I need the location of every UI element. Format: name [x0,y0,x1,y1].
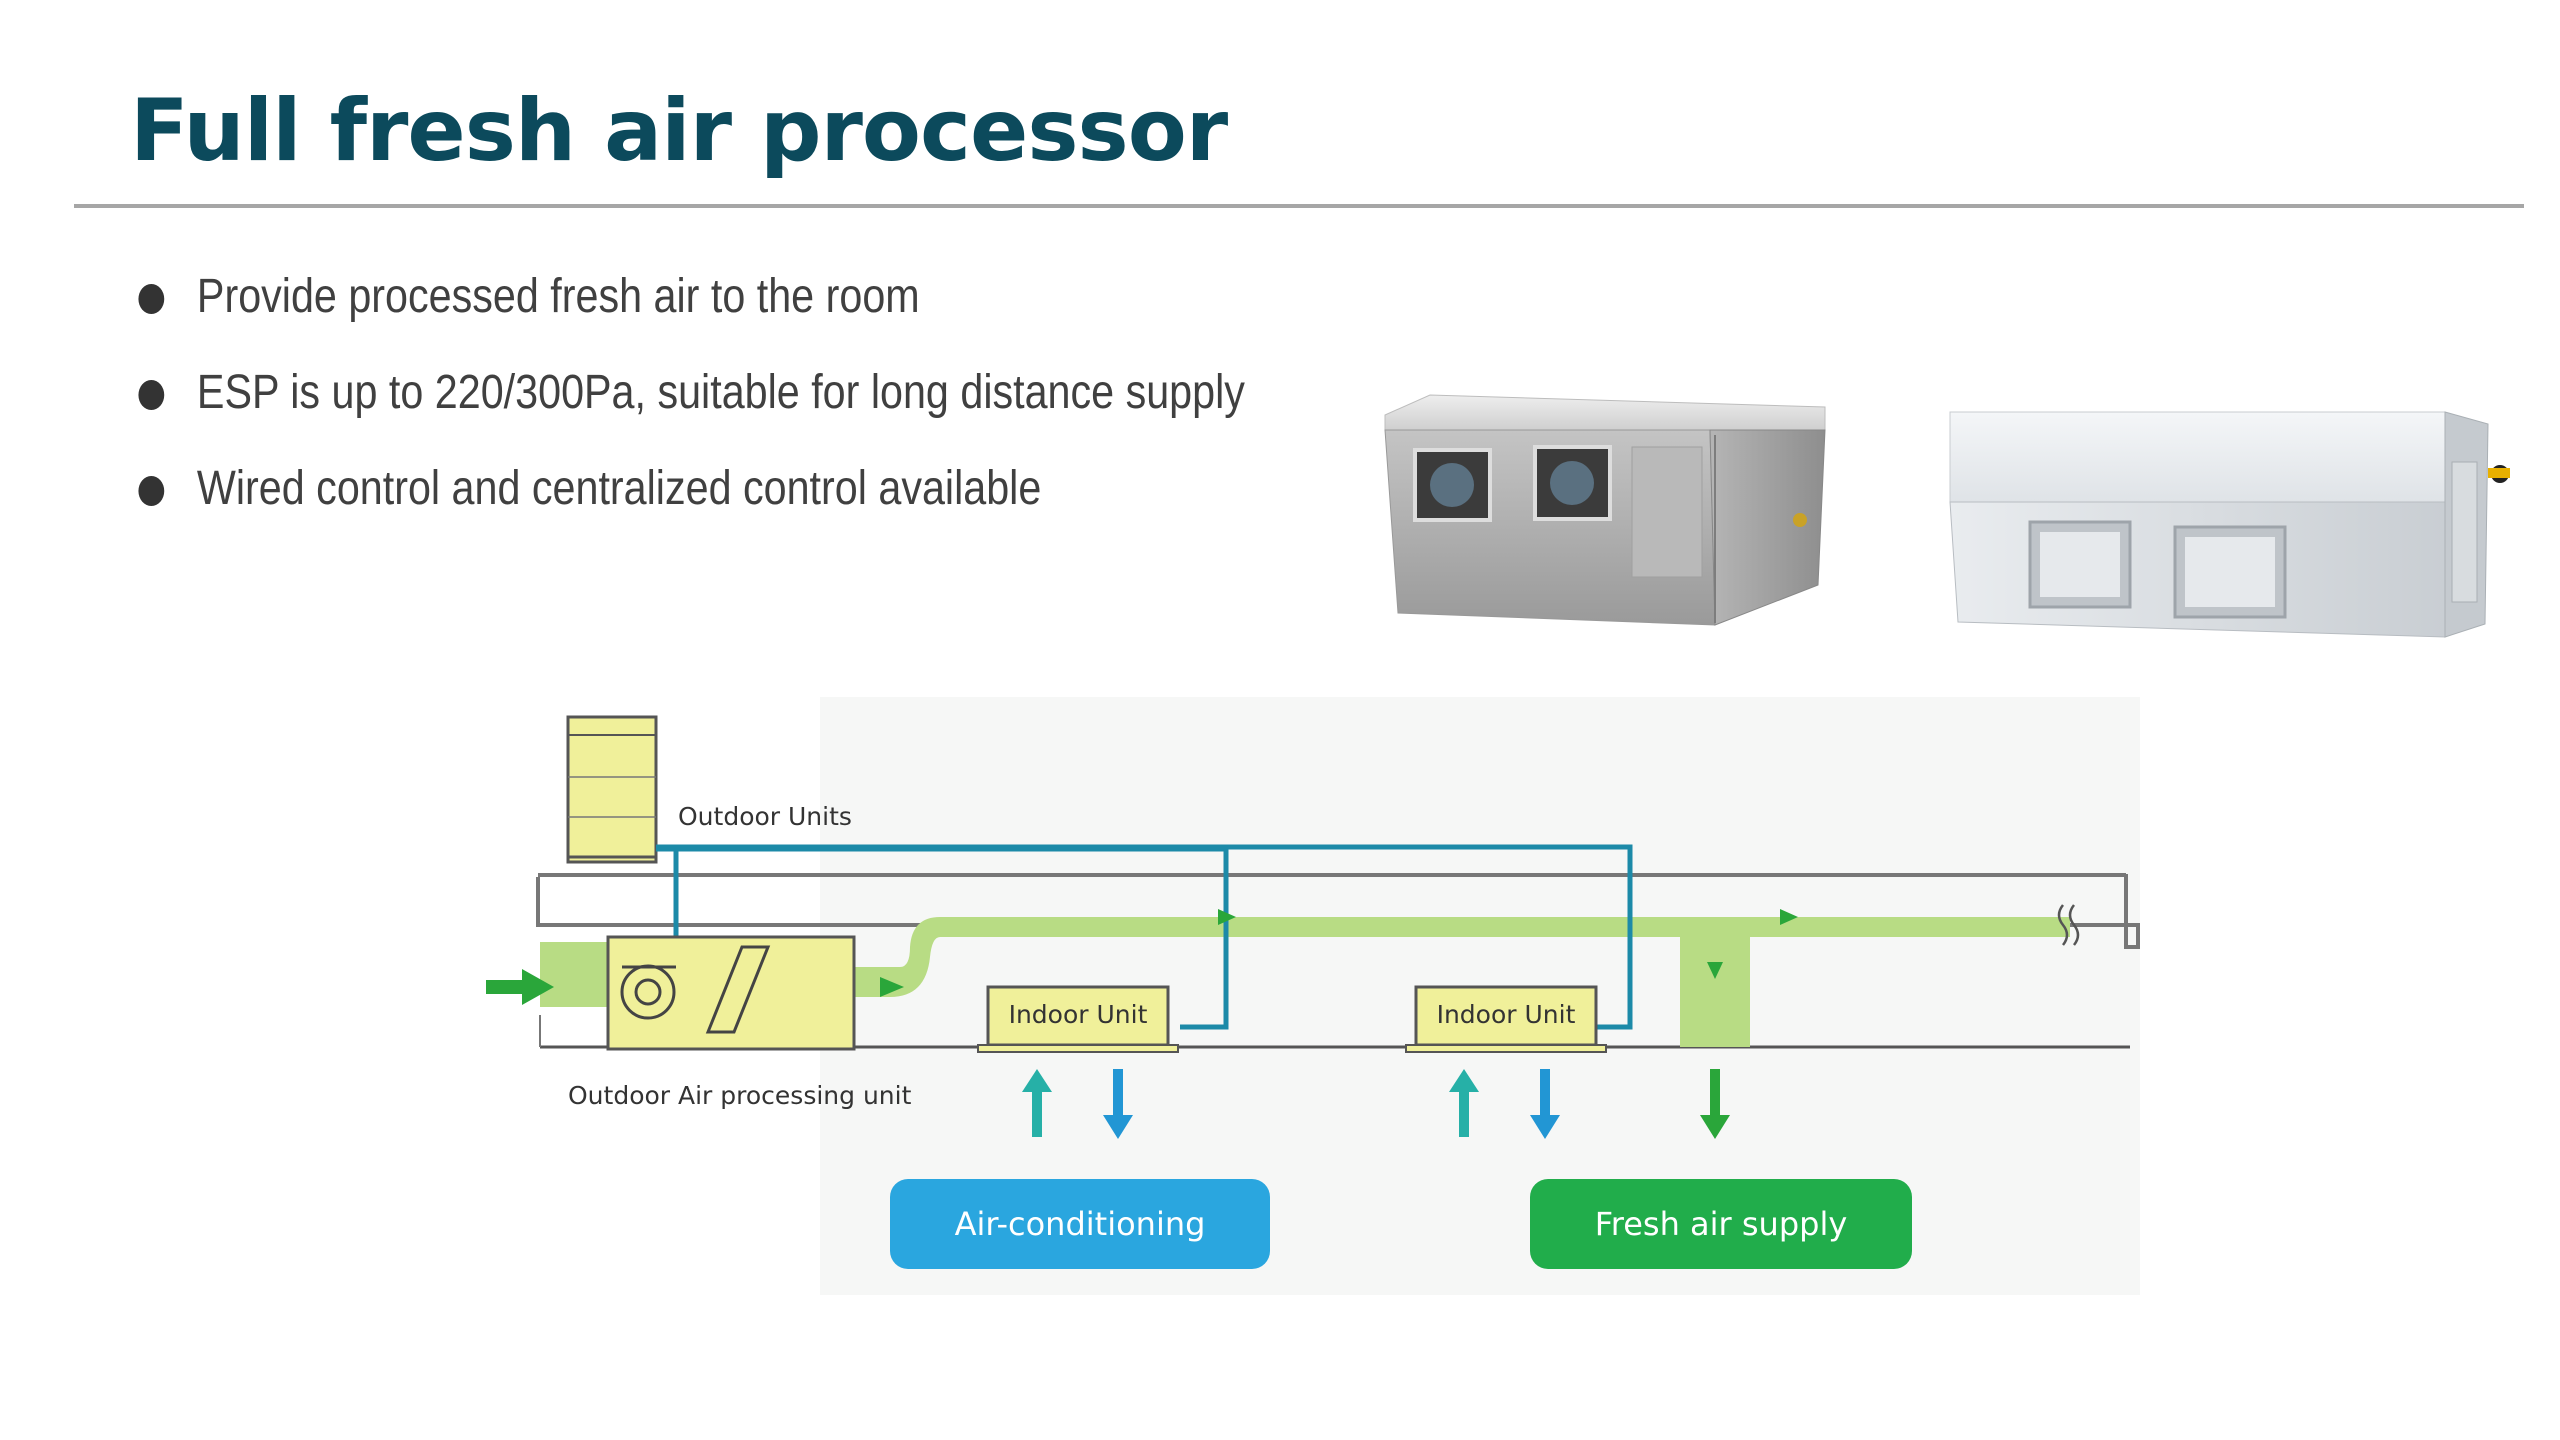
fresh-air-duct [540,917,2070,1047]
fresh-air-arrow-down-icon [1700,1069,1730,1139]
title-divider [74,204,2524,208]
duct-flow-arrow [880,977,904,997]
fresh-air-inlet-arrow [486,969,554,1005]
duct-flow-arrow [1707,962,1723,979]
fresh-air-supply-label: Fresh air supply [1595,1205,1848,1243]
indoor-unit-2-label: Indoor Unit [1437,1000,1576,1029]
supply-air-arrow-down-icon [1103,1069,1133,1139]
slide-title: Full fresh air processor [130,81,1228,181]
fresh-air-system-diagram: Indoor Unit Indoor Unit Outdoor Units Ou… [480,697,2140,1295]
outdoor-units-label: Outdoor Units [678,802,852,831]
fresh-air-supply-badge: Fresh air supply [1530,1179,1912,1269]
outdoor-unit-icon [566,715,658,864]
duct-flow-arrow [1780,909,1798,925]
bullet-icon [138,284,165,314]
ducted-unit-image [1384,394,1826,626]
processing-unit-label: Outdoor Air processing unit [568,1081,912,1110]
bullet-item: Provide processed fresh air to the room [135,262,1245,358]
duct-break-icon [2057,904,2080,946]
return-air-arrow-up-icon [1449,1069,1479,1137]
air-conditioning-badge: Air-conditioning [890,1179,1270,1269]
bullet-text: ESP is up to 220/300Pa, suitable for lon… [196,366,1245,419]
bullet-item: ESP is up to 220/300Pa, suitable for lon… [135,358,1245,454]
bullet-text: Provide processed fresh air to the room [196,270,920,323]
bullet-icon [138,380,165,410]
duct-flow-arrow [1218,909,1236,925]
bullet-text: Wired control and centralized control av… [196,462,1042,515]
supply-air-arrow-down-icon [1530,1069,1560,1139]
indoor-unit-1: Indoor Unit [977,985,1179,1053]
bullet-item: Wired control and centralized control av… [135,454,1245,550]
air-conditioning-label: Air-conditioning [955,1205,1206,1243]
indoor-unit-1-label: Indoor Unit [1009,1000,1148,1029]
return-air-arrow-up-icon [1022,1069,1052,1137]
indoor-unit-2: Indoor Unit [1405,985,1607,1053]
bullet-icon [138,476,165,506]
large-ducted-unit-image [1949,411,2510,638]
bullet-list: Provide processed fresh air to the room … [135,262,1426,550]
air-processing-unit [606,935,856,1051]
